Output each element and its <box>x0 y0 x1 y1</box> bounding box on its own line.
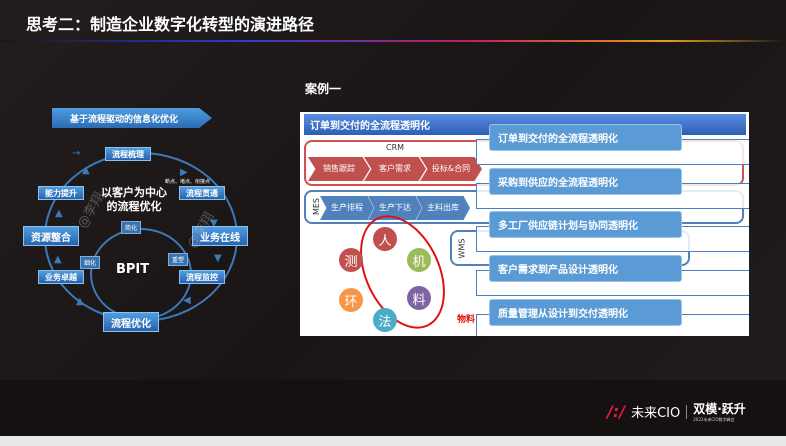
center-title: 以客户为中心的流程优化 <box>101 186 167 213</box>
overlay-quality-design-to-delivery: 质量管理从设计到交付透明化 <box>489 299 682 326</box>
factor-environment: 环 <box>339 288 363 312</box>
node-resource-integration: 资源整合 <box>23 226 79 246</box>
crm-step: 客户需求 <box>364 157 426 181</box>
brand-name: 未来CIO <box>631 406 681 421</box>
bottom-bar <box>0 436 786 446</box>
wms-label: WMS <box>457 238 467 259</box>
factor-material: 料 <box>407 286 431 310</box>
crm-step: 投标&合同 <box>420 157 482 181</box>
overlay-order-to-delivery: 订单到交付的全流程透明化 <box>489 124 682 151</box>
arrow-icon: ▼ <box>214 253 222 264</box>
factor-method: 法 <box>373 308 397 332</box>
node-process-mapping: 流程梳理 <box>105 147 151 161</box>
mes-step: 生产排程 <box>320 196 374 220</box>
footer <box>0 380 786 436</box>
inner-node-reshape: 重塑 <box>168 253 189 266</box>
node-business-online: 业务在线 <box>192 226 248 246</box>
factor-man: 人 <box>373 227 397 251</box>
case-image-panel: 订单到交付的全流程透明化 CRM 销售跟踪 客户需求 投标&合同 MES 生产排… <box>300 112 749 336</box>
event-block: 双模·跃升 2022未来CIO数字峰会 <box>693 400 746 423</box>
arrow-icon: ◀ <box>183 295 191 306</box>
breakpoint-note: 断点、堵点、衔接点 <box>165 179 211 185</box>
node-process-monitoring: 流程监控 <box>179 270 225 284</box>
arrow-icon: ▲ <box>82 165 90 176</box>
red-note: 物料 <box>457 315 476 325</box>
arrow-icon: ▲ <box>55 208 63 219</box>
mes-label: MES <box>312 197 322 216</box>
case-label: 案例一 <box>305 82 342 96</box>
inner-node-simplify: 简化 <box>121 221 142 234</box>
bpit-label: BPIT <box>116 262 150 277</box>
footer-logo: /:/ 未来CIO 双模·跃升 2022未来CIO数字峰会 <box>607 400 746 423</box>
node-process-integration: 流程贯通 <box>179 186 225 200</box>
event-subtitle: 2022未来CIO数字峰会 <box>693 417 735 422</box>
node-process-optimization: 流程优化 <box>103 312 159 332</box>
inner-node-refine: 细化 <box>80 256 101 269</box>
mes-step: 生产下达 <box>368 196 422 220</box>
node-business-excellence: 业务卓越 <box>38 270 84 284</box>
crm-label: CRM <box>386 143 405 152</box>
overlay-procure-to-supply: 采购到供应的全流程透明化 <box>489 168 682 195</box>
factor-machine: 机 <box>407 248 431 272</box>
slide-title: 思考二：制造企业数字化转型的演进路径 <box>26 15 315 34</box>
overlay-multi-plant-planning: 多工厂供应链计划与协同透明化 <box>489 211 682 238</box>
node-capability-upgrade: 能力提升 <box>38 186 84 200</box>
title-divider <box>0 40 786 42</box>
arrow-icon: ▼ <box>210 218 218 229</box>
factor-measurement: 测 <box>339 248 363 272</box>
brand-mark-icon: /:/ <box>607 402 626 421</box>
arrow-icon: ▲ <box>54 254 62 265</box>
divider <box>686 404 688 419</box>
crm-step: 销售跟踪 <box>308 157 370 181</box>
start-arrow-icon: → <box>72 148 81 159</box>
overlay-demand-to-design: 客户需求到产品设计透明化 <box>489 255 682 282</box>
mes-step: 主料出库 <box>416 196 470 220</box>
arrow-icon: ▲ <box>76 296 84 307</box>
arrow-icon: ▶ <box>180 167 188 178</box>
info-optimization-banner: 基于流程驱动的信息化优化 <box>52 108 212 128</box>
event-name: 双模·跃升 <box>693 402 746 416</box>
